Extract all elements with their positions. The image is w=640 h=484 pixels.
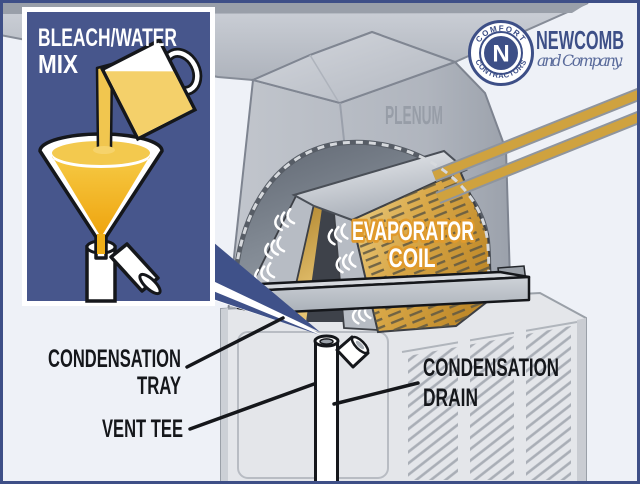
plenum-roof [249, 30, 458, 105]
logo-tagline: and Company. [537, 52, 623, 70]
inset-callout-pointer [213, 242, 321, 335]
plenum-label: PLENUM [385, 100, 443, 130]
cutaway-dashed-edge [232, 140, 491, 299]
pour-splash [93, 146, 115, 154]
measuring-cup-icon [100, 37, 203, 142]
condensation-tray-label-line1: CONDENSATION [48, 345, 181, 373]
logo-company-name: NEWCOMB [536, 25, 624, 55]
air-handler-unit [220, 291, 587, 484]
newcomb-logo: N COMFORT CONTRACTORS NEWCOMB and Compan… [468, 20, 624, 86]
condensation-tray-label-line2: TRAY [137, 372, 181, 400]
evaporator-label-line1: EVAPORATOR [352, 216, 474, 246]
evaporator-label-line2: COIL [389, 243, 436, 273]
drain-leader-line [332, 381, 420, 406]
logo-badge-letter: N [492, 41, 509, 68]
condensation-drain-label-line1: CONDENSATION [423, 354, 559, 382]
vent-tee-leader-line [188, 382, 316, 431]
tray-leader-line [185, 316, 285, 369]
unit-right-edge [577, 318, 586, 484]
vent-tee-pipe [313, 334, 370, 484]
inset-title-line1: BLEACH/WATER [38, 24, 177, 52]
unit-vent-louvers [408, 322, 571, 482]
vent-tee-label: VENT TEE [102, 415, 183, 443]
evaporator-coil-label: EVAPORATOR COIL [349, 213, 477, 276]
unit-left-edge [221, 308, 228, 484]
bleach-mix-inset: BLEACH/WATER MIX [22, 7, 215, 306]
annotation-labels: CONDENSATION TRAY VENT TEE CONDENSATION … [48, 316, 559, 443]
refrigerant-lines [431, 86, 640, 205]
condensation-drain-label-line2: DRAIN [423, 384, 478, 412]
inset-title-line2: MIX [38, 49, 79, 79]
